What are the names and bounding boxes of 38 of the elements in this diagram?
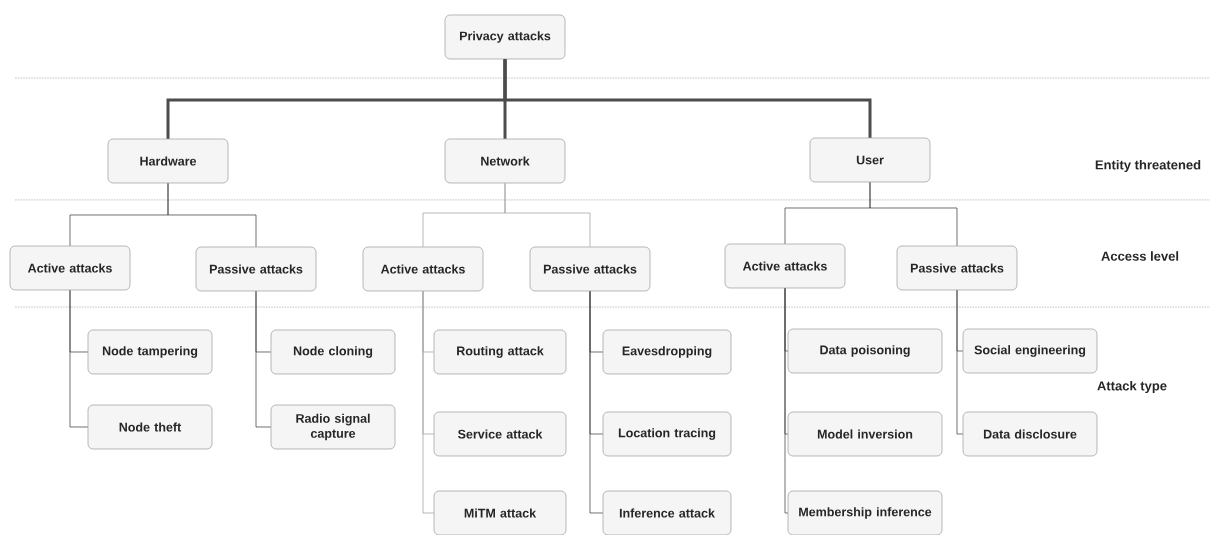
attack-box: Data disclosure bbox=[962, 411, 1098, 457]
attack-box: Node cloning bbox=[270, 329, 396, 375]
attack-box: Node theft bbox=[87, 404, 213, 450]
level-label: Access level bbox=[1101, 251, 1179, 261]
connector-line bbox=[167, 182, 257, 248]
attack-box: Location tracing bbox=[602, 411, 732, 457]
category-box: Active attacks bbox=[362, 246, 484, 292]
connector-line bbox=[784, 287, 789, 514]
category-box: Active attacks bbox=[724, 243, 846, 289]
connector-line bbox=[956, 289, 964, 435]
level-label: Entity threatened bbox=[1095, 159, 1201, 173]
category-box: Active attacks bbox=[9, 245, 131, 291]
attack-box: Model inversion bbox=[787, 411, 943, 457]
attack-box: Node tampering bbox=[87, 329, 213, 375]
level-label: Attack type bbox=[1097, 380, 1167, 394]
attack-box: Radio signal capture bbox=[270, 404, 396, 450]
attack-box: Social engineering bbox=[962, 328, 1098, 374]
attack-box: Data poisoning bbox=[787, 328, 943, 374]
category-box: Passive attacks bbox=[529, 246, 651, 292]
attack-box: Inference attack bbox=[602, 490, 732, 535]
connector-line bbox=[422, 290, 435, 514]
connector-line bbox=[504, 182, 591, 248]
connector-line bbox=[869, 181, 958, 247]
connector-line bbox=[69, 289, 89, 428]
category-box: Privacy attacks bbox=[444, 14, 566, 60]
attack-box: Membership inference bbox=[787, 490, 943, 535]
category-box: Passive attacks bbox=[195, 246, 317, 292]
attack-box: Routing attack bbox=[433, 329, 567, 375]
connector-line bbox=[589, 290, 604, 514]
connector-line bbox=[255, 290, 272, 428]
connector-line bbox=[503, 59, 872, 138]
attack-box: Service attack bbox=[433, 411, 567, 457]
attack-box: Eavesdropping bbox=[602, 329, 732, 375]
category-box: User bbox=[809, 137, 931, 183]
attack-box: MiTM attack bbox=[433, 490, 567, 535]
category-box: Network bbox=[444, 138, 566, 184]
category-box: Hardware bbox=[107, 138, 229, 184]
category-box: Passive attacks bbox=[896, 245, 1018, 291]
